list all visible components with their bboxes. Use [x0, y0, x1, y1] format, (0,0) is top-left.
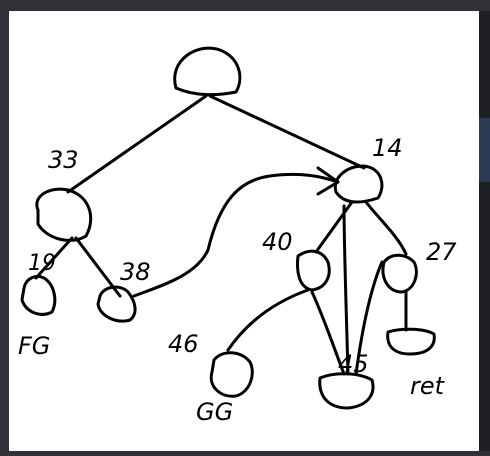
- edge-40-46: [226, 288, 310, 352]
- label-27: 27: [426, 238, 457, 266]
- node-46: [209, 351, 254, 398]
- move-arrowhead: [316, 166, 340, 196]
- label-ret: ret: [410, 372, 446, 400]
- move-arrow: [132, 172, 340, 298]
- node-19: [20, 274, 57, 316]
- label-46: 46: [168, 330, 199, 358]
- edge-33-38: [74, 236, 122, 298]
- label-14: 14: [372, 134, 403, 162]
- edge-33-19: [34, 236, 74, 280]
- side-panel: [479, 11, 490, 451]
- edge-14-45: [342, 204, 350, 376]
- edge-40-45: [310, 290, 346, 376]
- node-27: [381, 253, 418, 294]
- edge-27-45: [354, 260, 384, 376]
- label-gg: GG: [196, 398, 233, 426]
- label-33: 33: [48, 146, 79, 174]
- node-14: [333, 164, 384, 204]
- side-panel-accent: [479, 118, 490, 182]
- label-45: 45: [338, 350, 369, 378]
- label-40: 40: [262, 228, 293, 256]
- node-33: [35, 187, 93, 242]
- edge-14-40: [314, 200, 354, 254]
- node-ret: [386, 327, 436, 356]
- edge-14-27: [364, 200, 408, 256]
- edge-root-14: [208, 94, 366, 170]
- label-fg: FG: [18, 332, 50, 360]
- edge-root-33: [66, 94, 208, 194]
- label-19: 19: [28, 251, 56, 276]
- node-40: [296, 249, 331, 292]
- node-45: [318, 372, 375, 410]
- label-38: 38: [120, 258, 151, 286]
- root-node: [173, 46, 242, 97]
